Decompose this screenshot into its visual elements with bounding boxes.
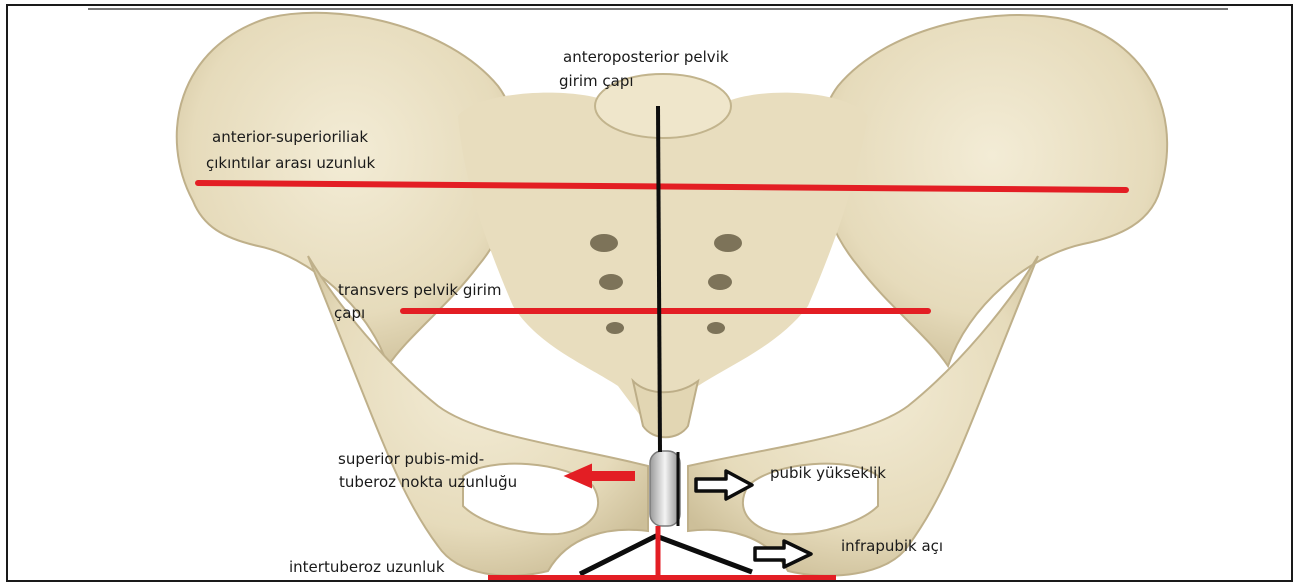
transverse-label-line1: transvers pelvik girim [338, 281, 501, 299]
diagram-frame: anteroposterior pelvik girim çapı anteri… [6, 4, 1293, 582]
pubic-symphysis [650, 451, 680, 526]
pelvis-diagram: anteroposterior pelvik girim çapı anteri… [8, 6, 1293, 582]
pubic-height-label: pubik yükseklik [770, 464, 886, 482]
infrapubic-angle [580, 536, 752, 574]
ap-label-line2: girim çapı [559, 72, 634, 90]
sp-label-line1: superior pubis-mid- [338, 450, 484, 468]
sp-label-line2: tuberoz nokta uzunluğu [339, 473, 517, 491]
ap-line [658, 106, 660, 452]
intertuberous-label: intertuberoz uzunluk [289, 558, 445, 576]
asis-label-line2: çıkıntılar arası uzunluk [206, 154, 375, 172]
pelvis-bone [177, 13, 1167, 576]
ap-label-line1: anteroposterior pelvik [563, 48, 729, 66]
asis-label-line1: anterior-superioriliak [212, 128, 368, 146]
infrapubic-label: infrapubik açı [841, 537, 943, 555]
transverse-label-line2: çapı [334, 304, 365, 322]
